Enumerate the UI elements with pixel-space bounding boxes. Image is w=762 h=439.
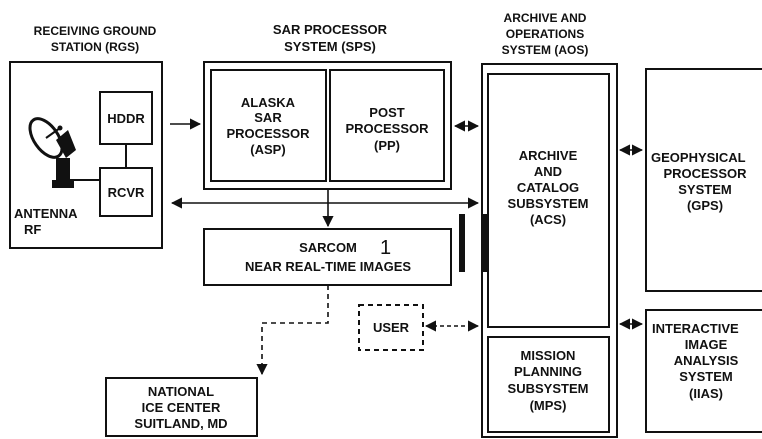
nic-label-line2: ICE CENTER bbox=[142, 400, 221, 415]
rgs-header-line2: STATION (RGS) bbox=[51, 40, 139, 54]
sarcom-mark: 1 bbox=[380, 237, 391, 259]
gps-label-line2: PROCESSOR bbox=[663, 166, 747, 181]
acs-label-line2: AND bbox=[534, 164, 562, 179]
mps-label-line3: SUBSYSTEM bbox=[508, 381, 589, 396]
gps-label-line4: (GPS) bbox=[687, 198, 723, 213]
mps-label-line1: MISSION bbox=[521, 348, 576, 363]
iias-label-line5: (IIAS) bbox=[689, 386, 723, 401]
antenna-label-line1: ANTENNA bbox=[14, 206, 78, 221]
asp-label-line2: SAR bbox=[254, 110, 282, 125]
pp-label-line3: (PP) bbox=[374, 138, 400, 153]
aos-block: ARCHIVE AND CATALOG SUBSYSTEM (ACS) MISS… bbox=[482, 64, 617, 437]
sarcom-label-line1: SARCOM bbox=[299, 240, 357, 255]
mps-label-line4: (MPS) bbox=[530, 398, 567, 413]
gps-label-line3: SYSTEM bbox=[678, 182, 731, 197]
aos-header-line3: SYSTEM (AOS) bbox=[502, 43, 589, 57]
sps-block: ALASKA SAR PROCESSOR (ASP) POST PROCESSO… bbox=[204, 62, 451, 189]
sarcom-label-line2: NEAR REAL-TIME IMAGES bbox=[245, 259, 411, 274]
gps-label-line1: GEOPHYSICAL bbox=[651, 150, 746, 165]
acs-label-line3: CATALOG bbox=[517, 180, 579, 195]
asp-label-line3: PROCESSOR bbox=[226, 126, 310, 141]
sarcom-box bbox=[204, 229, 451, 285]
mps-label-line2: PLANNING bbox=[514, 364, 582, 379]
nic-label-line3: SUITLAND, MD bbox=[134, 416, 227, 431]
antenna-dish-icon bbox=[24, 113, 76, 188]
rgs-block: HDDR RCVR ANTENNA RF bbox=[10, 62, 162, 248]
iias-label-line1: INTERACTIVE bbox=[652, 321, 739, 336]
sps-header-line1: SAR PROCESSOR bbox=[273, 22, 388, 37]
arrow-sarcom-to-nic bbox=[262, 285, 328, 374]
rgs-header-line1: RECEIVING GROUND bbox=[34, 24, 157, 38]
nic-label-line1: NATIONAL bbox=[148, 384, 214, 399]
acs-label-line1: ARCHIVE bbox=[519, 148, 578, 163]
pp-label-line1: POST bbox=[369, 105, 404, 120]
pp-label-line2: PROCESSOR bbox=[345, 121, 429, 136]
aos-header-line1: ARCHIVE AND bbox=[504, 11, 587, 25]
acs-label-line4: SUBSYSTEM bbox=[508, 196, 589, 211]
aos-header-line2: OPERATIONS bbox=[506, 27, 584, 41]
iias-label-line3: ANALYSIS bbox=[674, 353, 739, 368]
user-label: USER bbox=[373, 320, 410, 335]
iias-label-line2: IMAGE bbox=[685, 337, 728, 352]
rcvr-label: RCVR bbox=[108, 185, 145, 200]
bar-left bbox=[459, 214, 465, 272]
acs-label-line5: (ACS) bbox=[530, 212, 566, 227]
hddr-label: HDDR bbox=[107, 111, 145, 126]
asp-label-line1: ALASKA bbox=[241, 95, 296, 110]
sps-header-line2: SYSTEM (SPS) bbox=[284, 39, 376, 54]
antenna-label-line2: RF bbox=[24, 222, 41, 237]
asp-label-line4: (ASP) bbox=[250, 142, 285, 157]
iias-label-line4: SYSTEM bbox=[679, 369, 732, 384]
